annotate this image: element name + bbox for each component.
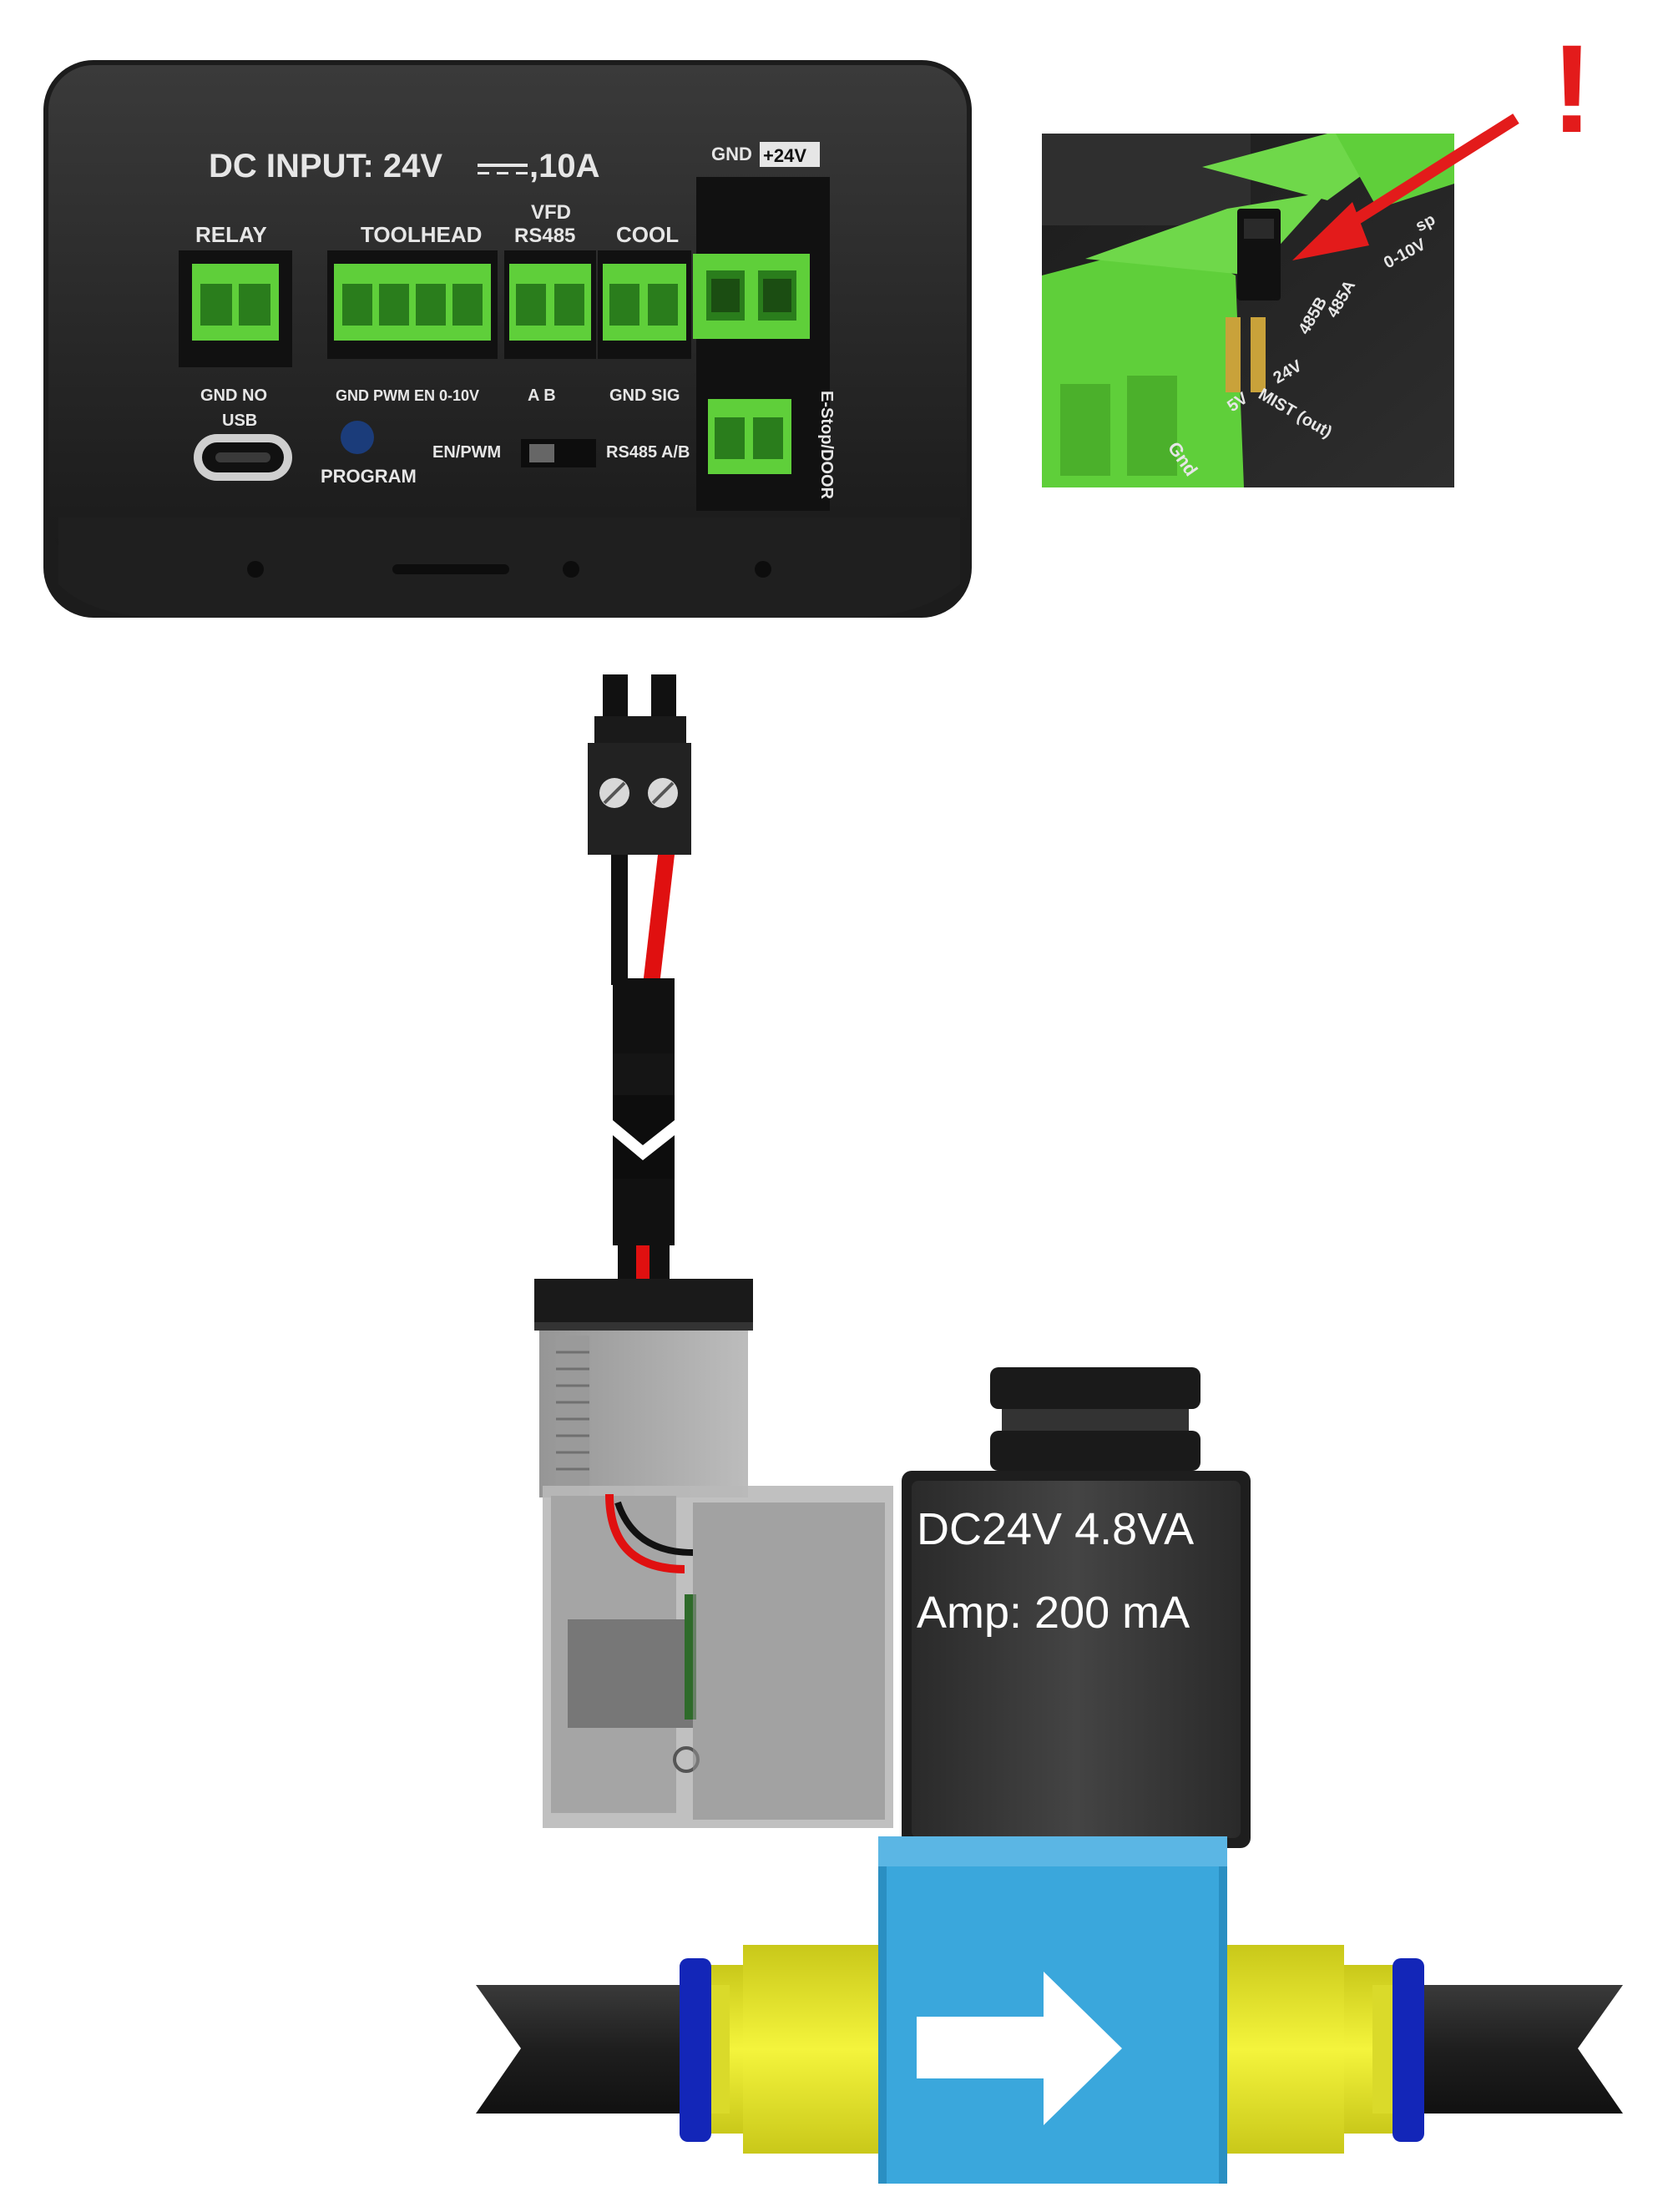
exclamation-mark: ! [1551, 18, 1593, 159]
relay-pins-label: GND NO [200, 386, 267, 405]
v24-label: +24V [763, 145, 806, 166]
cable-wires [611, 855, 675, 1285]
toolhead-label: TOOLHEAD [361, 222, 482, 247]
gnd-label: GND [711, 144, 752, 164]
cool-pins-label: GND SIG [609, 386, 680, 405]
usb-label: USB [222, 412, 257, 430]
rs485-terminal[interactable] [504, 250, 596, 359]
dc-current-label: ,10A [529, 148, 600, 184]
usb-port[interactable] [194, 434, 292, 481]
mode-switch[interactable] [521, 439, 596, 467]
relay-terminal[interactable] [179, 250, 292, 367]
cool-label: COOL [616, 222, 679, 247]
program-button[interactable] [341, 421, 374, 454]
relay-label: RELAY [195, 222, 267, 247]
plug-connector [588, 674, 691, 855]
power-terminal[interactable] [693, 254, 810, 339]
toolhead-pins-label: GND PWM EN 0-10V [336, 387, 479, 404]
fitting-left [680, 1945, 885, 2154]
program-label: PROGRAM [321, 466, 417, 487]
rs485-pins-label: A B [528, 386, 556, 405]
estop-label: E-Stop/DOOR [817, 391, 836, 500]
inset-photo [1042, 134, 1454, 487]
coil-current-label: Amp: 200 mA [917, 1588, 1190, 1638]
vfd-label: VFD [531, 201, 571, 224]
coil-rating-label: DC24V 4.8VA [917, 1504, 1194, 1554]
dc-input-label: DC INPUT: 24V [209, 148, 442, 184]
en-pwm-label: EN/PWM [432, 443, 501, 462]
fitting-right [1221, 1945, 1424, 2154]
toolhead-terminal[interactable] [327, 250, 498, 359]
din-connector [534, 1279, 893, 1828]
estop-terminal[interactable] [701, 392, 800, 482]
rs485-label: RS485 [514, 225, 575, 247]
rs485-ab-label: RS485 A/B [606, 443, 690, 462]
cool-terminal[interactable] [598, 250, 691, 359]
